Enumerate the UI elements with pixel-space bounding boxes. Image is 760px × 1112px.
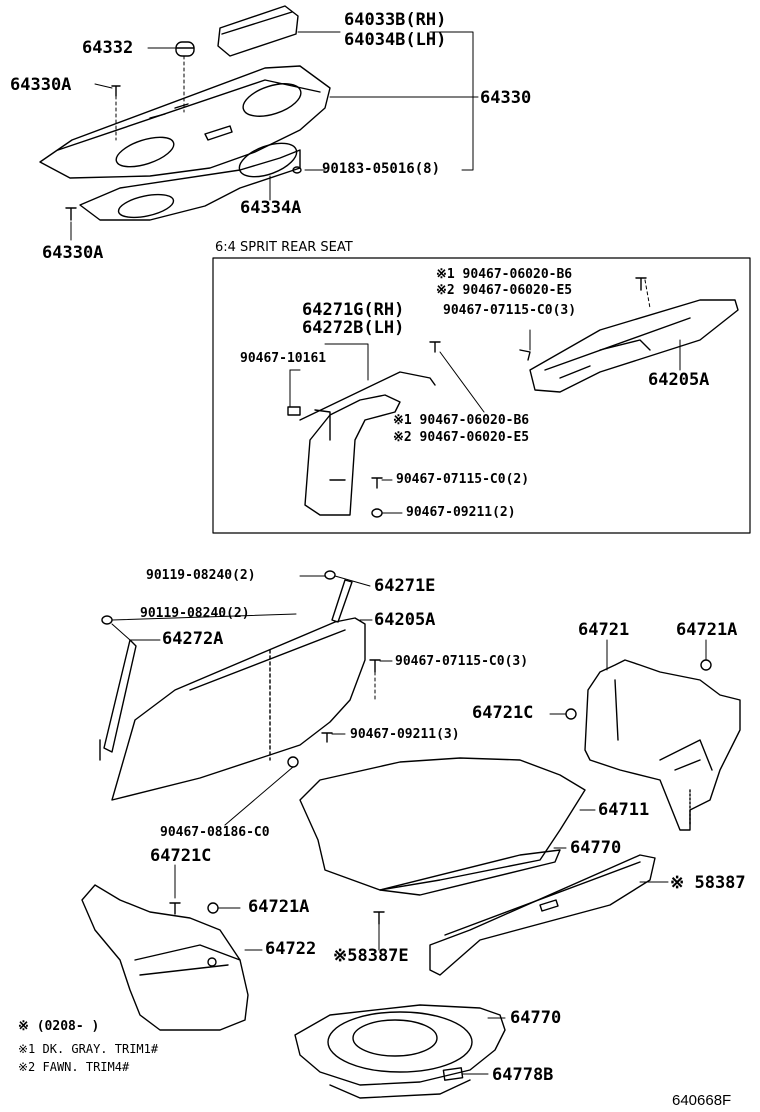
part-64330A-top-label: 64330A [10, 75, 72, 95]
inset-b6-upper-label: ※1 90467-06020-B6 [436, 267, 573, 282]
leaders-deck [378, 847, 669, 951]
inset-64272B-label: 64272B(LH) [302, 318, 405, 338]
inset-e5-upper-label: ※2 90467-06020-E5 [436, 283, 573, 298]
part-64721-label: 64721 [578, 620, 630, 640]
part-08186-label: 90467-08186-C0 [160, 825, 270, 840]
spare-tire-cover [294, 1004, 506, 1099]
part-64334A-label: 64334A [240, 198, 302, 218]
inset-64205A-label: 64205A [648, 370, 710, 390]
hinge-strap-64271E [331, 579, 353, 623]
part-58387-label: ※ 58387 [670, 873, 746, 893]
part-64330A-bottom-label: 64330A [42, 243, 104, 263]
part-64272A-label: 64272A [162, 629, 224, 649]
leaders-right [549, 639, 707, 715]
part-07115-3-label: 90467-07115-C0(3) [395, 654, 529, 669]
note-date-range: ※ (0208- ) [18, 1019, 100, 1034]
part-64721A-left-label: 64721A [248, 897, 310, 917]
figure-id: 640668F [672, 1092, 732, 1109]
hinge-strap-64272A [99, 639, 137, 761]
part-64770-upper-label: 64770 [570, 838, 622, 858]
part-64332-label: 64332 [82, 38, 134, 58]
part-64721C-right-label: 64721C [472, 703, 534, 723]
inset-side-trim [299, 371, 436, 516]
deck-board [379, 849, 656, 976]
inset-seatback-trim [529, 299, 739, 393]
part-90119-upper-label: 90119-08240(2) [146, 568, 256, 583]
inset-e5-lower-label: ※2 90467-06020-E5 [393, 430, 530, 445]
tray-block-64778B [442, 1067, 464, 1081]
note-color-2: ※2 FAWN. TRIM4# [18, 1060, 130, 1074]
part-09211-3-label: 90467-09211(3) [350, 727, 460, 742]
part-64330-label: 64330 [480, 88, 532, 108]
inset-box [212, 257, 751, 534]
part-58387E-label: ※58387E [333, 946, 409, 966]
part-64722-label: 64722 [265, 939, 317, 959]
part-64711-label: 64711 [598, 800, 650, 820]
inset-07115-2-label: 90467-07115-C0(2) [396, 472, 530, 487]
package-tray-trim [39, 65, 331, 179]
inset-title: 6:4 SPRIT REAR SEAT [215, 240, 353, 255]
note-color-1: ※1 DK. GRAY. TRIM1# [18, 1042, 159, 1056]
inset-b6-lower-label: ※1 90467-06020-B6 [393, 413, 530, 428]
part-64271E-label: 64271E [374, 576, 436, 596]
leaders-mid [111, 575, 393, 826]
leaders-top [70, 31, 479, 241]
clips-top [65, 85, 302, 221]
wheelhouse-trim-right [584, 659, 741, 831]
inset-64271G-label: 64271G(RH) [302, 300, 405, 320]
part-90119-lower-label: 90119-08240(2) [140, 606, 250, 621]
speaker-cover [217, 5, 299, 57]
leaders-left [174, 864, 263, 951]
part-64034B-label: 64034B(LH) [344, 30, 447, 50]
part-64033B-label: 64033B(RH) [344, 10, 447, 30]
part-64721A-right-label: 64721A [676, 620, 738, 640]
floor-mat [299, 757, 586, 891]
cap-64332 [175, 41, 195, 57]
inset-10161-label: 90467-10161 [240, 351, 327, 366]
leaders-inset [289, 279, 681, 514]
part-64205A-label: 64205A [374, 610, 436, 630]
part-64721C-left-label: 64721C [150, 846, 212, 866]
part-64770-lower-label: 64770 [510, 1008, 562, 1028]
inset-09211-2-label: 90467-09211(2) [406, 505, 516, 520]
part-90183-label: 90183-05016(8) [322, 161, 441, 177]
inset-07115-3-label: 90467-07115-C0(3) [443, 303, 577, 318]
leaders-spare [461, 1017, 506, 1075]
wheelhouse-trim-left [81, 884, 249, 1031]
deck-clip [373, 911, 385, 925]
seatback-board [111, 617, 366, 801]
part-64778B-label: 64778B [492, 1065, 554, 1085]
left-clips [169, 902, 219, 915]
